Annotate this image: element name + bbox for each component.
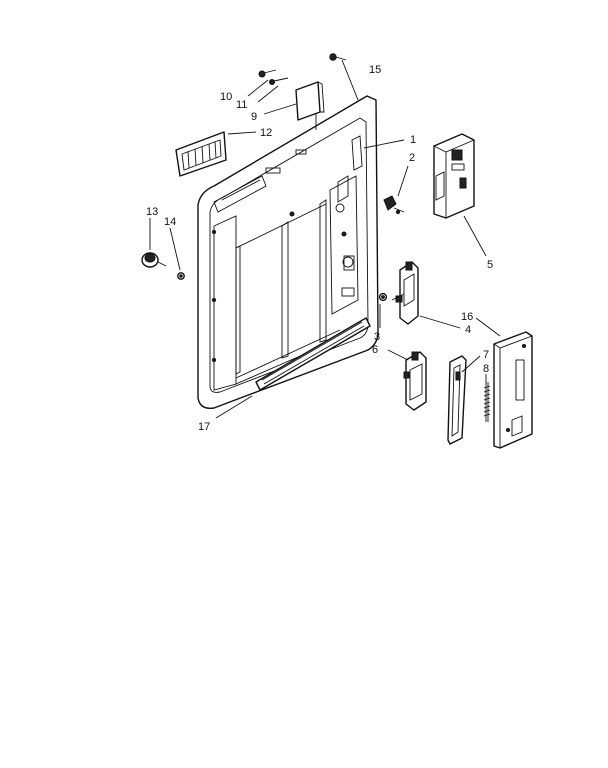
callout-17: 17 [198,421,210,433]
bottom-vent-strip [255,317,371,391]
callout-12: 12 [260,127,272,139]
latch-4 [391,261,419,325]
callout-9: 9 [251,111,257,123]
callout-16: 16 [461,311,473,323]
callout-15: 15 [369,64,381,76]
callout-2: 2 [409,152,415,164]
nut-3 [378,292,388,302]
callout-13: 13 [146,206,158,218]
side-panel-16 [493,331,533,449]
module-5 [433,133,475,219]
cover-plate [295,81,325,121]
callout-labels: 15 10 11 9 12 1 2 5 13 14 16 3 4 6 7 8 1… [146,64,493,433]
callout-14: 14 [164,216,176,228]
screw-11 [269,77,289,85]
callout-7: 7 [483,349,489,361]
callout-6: 6 [372,344,378,356]
callout-3: 3 [374,331,380,343]
leader-lines [149,59,501,419]
inner-door-panel [197,95,379,409]
hinge-arm-7 [447,355,467,445]
screw-2 [383,195,405,215]
callout-10: 10 [220,91,232,103]
callout-8: 8 [483,363,489,375]
screw-10 [258,69,277,78]
callout-1: 1 [410,134,416,146]
screw-15 [329,53,347,61]
bracket-6 [403,351,427,411]
handle-grille [175,131,227,177]
callout-5: 5 [487,259,493,271]
callout-11: 11 [236,99,247,111]
washer-14 [177,272,185,280]
callout-4: 4 [465,324,471,336]
spring-8 [483,382,491,422]
knob-13 [141,252,167,268]
